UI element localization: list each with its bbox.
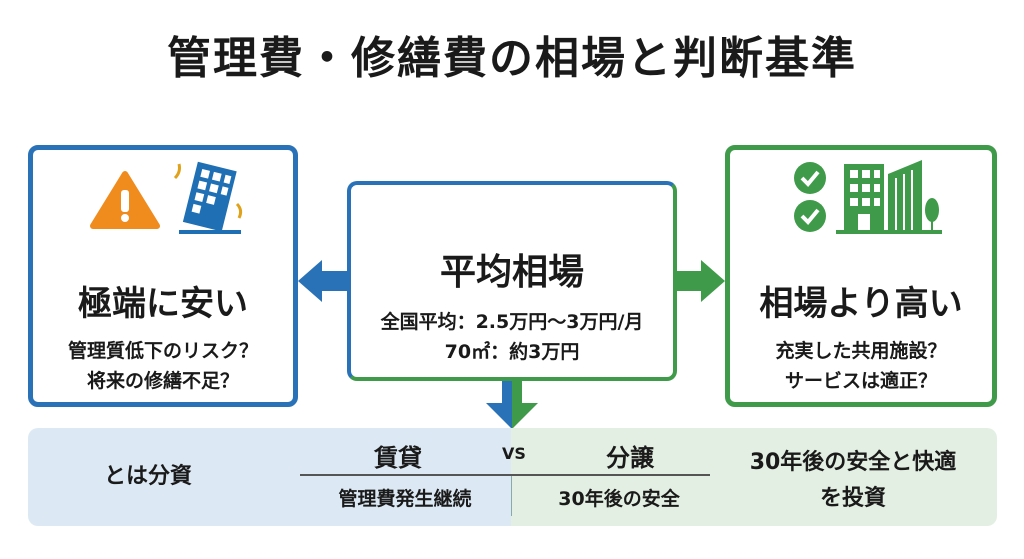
- warning-icon: [90, 171, 160, 229]
- bottom-left-label: とは分資: [103, 464, 192, 489]
- tilted-building-icon: [173, 161, 243, 234]
- average-line-1: 全国平均：2.5万円〜3万円/月: [380, 311, 644, 333]
- comparison-bar-right: [511, 428, 997, 526]
- bottom-right-line-2: を投資: [819, 486, 886, 511]
- cheap-line-1: 管理質低下のリスク？: [67, 340, 258, 362]
- cheap-heading: 極端に安い: [78, 284, 248, 324]
- comparison-divider: [300, 474, 710, 476]
- own-label: 分譲: [606, 444, 654, 472]
- expensive-card: 相場より高い 充実した共用施設？ サービスは適正？: [725, 145, 997, 407]
- rent-label: 賃貸: [374, 444, 422, 472]
- arrow-left-icon: [298, 260, 348, 302]
- page-title: 管理費・修繕費の相場と判断基準: [167, 33, 857, 84]
- checkmark-circle-icon: [794, 162, 826, 232]
- vs-label: VS: [502, 444, 526, 463]
- own-detail: 30年後の安全: [558, 488, 680, 510]
- comparison-bar-left: [28, 428, 511, 526]
- cheap-card: 極端に安い 管理質低下のリスク？ 将来の修繕不足？: [28, 145, 298, 407]
- bottom-right-line-1: 30年後の安全と快適: [749, 450, 957, 475]
- expensive-line-2: サービスは適正？: [784, 370, 937, 392]
- average-heading: 平均相場: [439, 252, 584, 293]
- expensive-heading: 相場より高い: [759, 284, 963, 324]
- arrow-down-icon: [486, 381, 538, 429]
- expensive-line-1: 充実した共用施設？: [775, 340, 947, 362]
- building-icon: [836, 160, 942, 234]
- average-line-2: 70㎡：約3万円: [444, 341, 580, 363]
- comparison-bar: とは分資 賃貸 VS 分譲 管理費発生継続 30年後の安全 30年後の安全と快適…: [28, 428, 997, 526]
- comparison-vertical-divider: [511, 476, 512, 516]
- average-card: 平均相場 全国平均：2.5万円〜3万円/月 70㎡：約3万円: [347, 181, 677, 381]
- arrow-right-icon: [677, 260, 725, 302]
- cheap-line-2: 将来の修繕不足？: [86, 370, 239, 392]
- rent-detail: 管理費発生継続: [338, 488, 472, 510]
